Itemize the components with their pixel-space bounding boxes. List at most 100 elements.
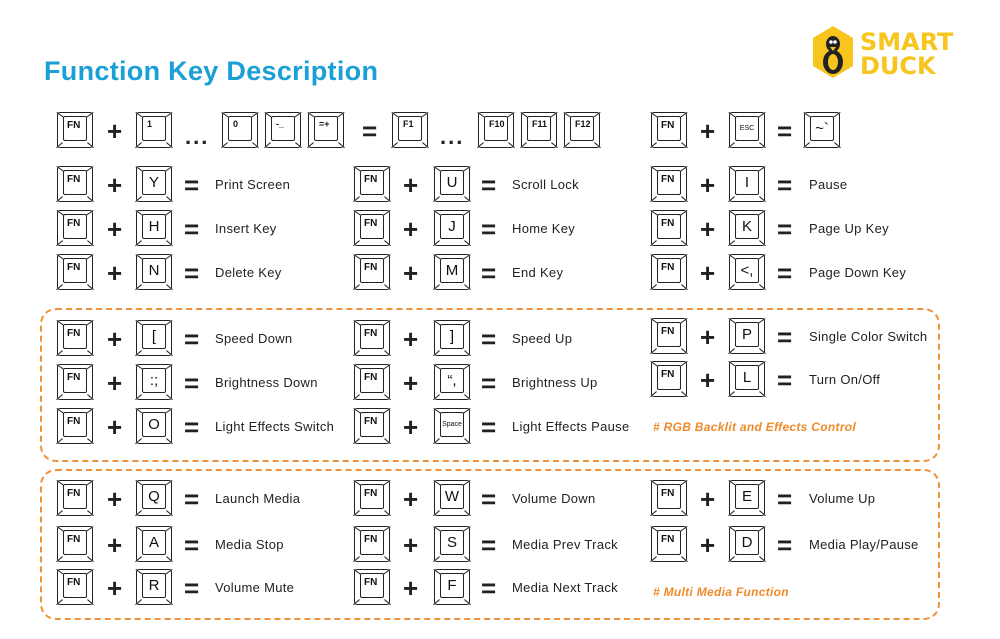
desc-insert-key: Insert Key: [215, 221, 277, 236]
fn-key: FN: [650, 318, 688, 354]
fn-key: FN: [353, 166, 391, 202]
key-l: L: [728, 361, 766, 397]
desc-brightness-up: Brightness Up: [512, 375, 598, 390]
fn-key-label: FN: [63, 116, 87, 141]
equals-symbol: =: [777, 530, 793, 560]
plus-symbol: +: [107, 116, 123, 146]
key-0: 0: [221, 112, 259, 148]
fn-key: FN: [56, 320, 94, 356]
plus-symbol: +: [700, 365, 716, 395]
fn-key: FN: [56, 480, 94, 516]
key-equal: =+: [307, 112, 345, 148]
plus-symbol: +: [107, 530, 123, 560]
desc-media-stop: Media Stop: [215, 537, 284, 552]
key-comma-label: <,: [735, 258, 759, 283]
key-1-label: 1: [142, 116, 166, 141]
equals-symbol: =: [481, 170, 497, 200]
key-space-label: Space: [440, 412, 464, 437]
key-comma: <,: [728, 254, 766, 290]
plus-symbol: +: [700, 484, 716, 514]
fn-key: FN: [56, 526, 94, 562]
fn-key-label: FN: [63, 324, 87, 349]
fn-key-label: FN: [657, 214, 681, 239]
equals-symbol: =: [481, 530, 497, 560]
equals-symbol: =: [481, 324, 497, 354]
key-u: U: [433, 166, 471, 202]
equals-symbol: =: [777, 484, 793, 514]
fn-key: FN: [56, 210, 94, 246]
equals-symbol: =: [481, 258, 497, 288]
key-i-label: I: [735, 170, 759, 195]
key-h: H: [135, 210, 173, 246]
equals-symbol: =: [184, 573, 200, 603]
fn-key-label: FN: [657, 116, 681, 141]
desc-page-up: Page Up Key: [809, 221, 889, 236]
equals-symbol: =: [184, 368, 200, 398]
key-left-bracket-label: [: [142, 324, 166, 349]
fn-key: FN: [650, 361, 688, 397]
key-f11: F11: [520, 112, 558, 148]
fn-key-label: FN: [360, 324, 384, 349]
key-y: Y: [135, 166, 173, 202]
ellipsis-symbol: ...: [440, 124, 465, 149]
page-title: Function Key Description: [44, 56, 379, 86]
key-w-label: W: [440, 484, 464, 509]
desc-single-color-switch: Single Color Switch: [809, 329, 928, 344]
equals-symbol: =: [184, 170, 200, 200]
key-tilde: ~`: [803, 112, 841, 148]
equals-symbol: =: [777, 365, 793, 395]
equals-symbol: =: [777, 170, 793, 200]
fn-key: FN: [353, 569, 391, 605]
fn-key-label: FN: [360, 530, 384, 555]
key-f1: F1: [391, 112, 429, 148]
key-q: Q: [135, 480, 173, 516]
fn-key-label: FN: [63, 573, 87, 598]
logo-text-smart: SMART: [860, 28, 954, 56]
fn-key-label: FN: [657, 258, 681, 283]
key-quote-label: “,: [440, 368, 464, 393]
key-tilde-label: ~`: [810, 116, 834, 141]
key-esc: ESC: [728, 112, 766, 148]
equals-symbol: =: [184, 412, 200, 442]
equals-symbol: =: [184, 258, 200, 288]
key-f11-label: F11: [527, 116, 551, 141]
key-n: N: [135, 254, 173, 290]
fn-key-label: FN: [657, 530, 681, 555]
fn-key: FN: [56, 166, 94, 202]
key-f12-label: F12: [570, 116, 594, 141]
equals-symbol: =: [184, 214, 200, 244]
desc-home-key: Home Key: [512, 221, 576, 236]
plus-symbol: +: [107, 214, 123, 244]
equals-symbol: =: [481, 573, 497, 603]
desc-speed-up: Speed Up: [512, 331, 573, 346]
fn-key: FN: [353, 320, 391, 356]
key-0-label: 0: [228, 116, 252, 141]
desc-scroll-lock: Scroll Lock: [512, 177, 579, 192]
desc-page-down: Page Down Key: [809, 265, 907, 280]
fn-key: FN: [650, 480, 688, 516]
fn-key-label: FN: [360, 368, 384, 393]
key-w: W: [433, 480, 471, 516]
desc-media-prev-track: Media Prev Track: [512, 537, 618, 552]
logo-text-duck: DUCK: [860, 52, 936, 80]
desc-launch-media: Launch Media: [215, 491, 301, 506]
plus-symbol: +: [700, 214, 716, 244]
fn-key: FN: [353, 480, 391, 516]
plus-symbol: +: [700, 116, 716, 146]
key-semicolon: :;: [135, 364, 173, 400]
key-f12: F12: [563, 112, 601, 148]
fn-key: FN: [353, 254, 391, 290]
plus-symbol: +: [700, 258, 716, 288]
plus-symbol: +: [700, 322, 716, 352]
key-k-label: K: [735, 214, 759, 239]
desc-light-effects-switch: Light Effects Switch: [215, 419, 335, 434]
plus-symbol: +: [107, 484, 123, 514]
equals-symbol: =: [777, 322, 793, 352]
key-h-label: H: [142, 214, 166, 239]
desc-end-key: End Key: [512, 265, 564, 280]
fn-key-label: FN: [360, 573, 384, 598]
multimedia-group: [40, 469, 940, 620]
plus-symbol: +: [700, 530, 716, 560]
plus-symbol: +: [107, 573, 123, 603]
desc-volume-mute: Volume Mute: [215, 580, 295, 595]
